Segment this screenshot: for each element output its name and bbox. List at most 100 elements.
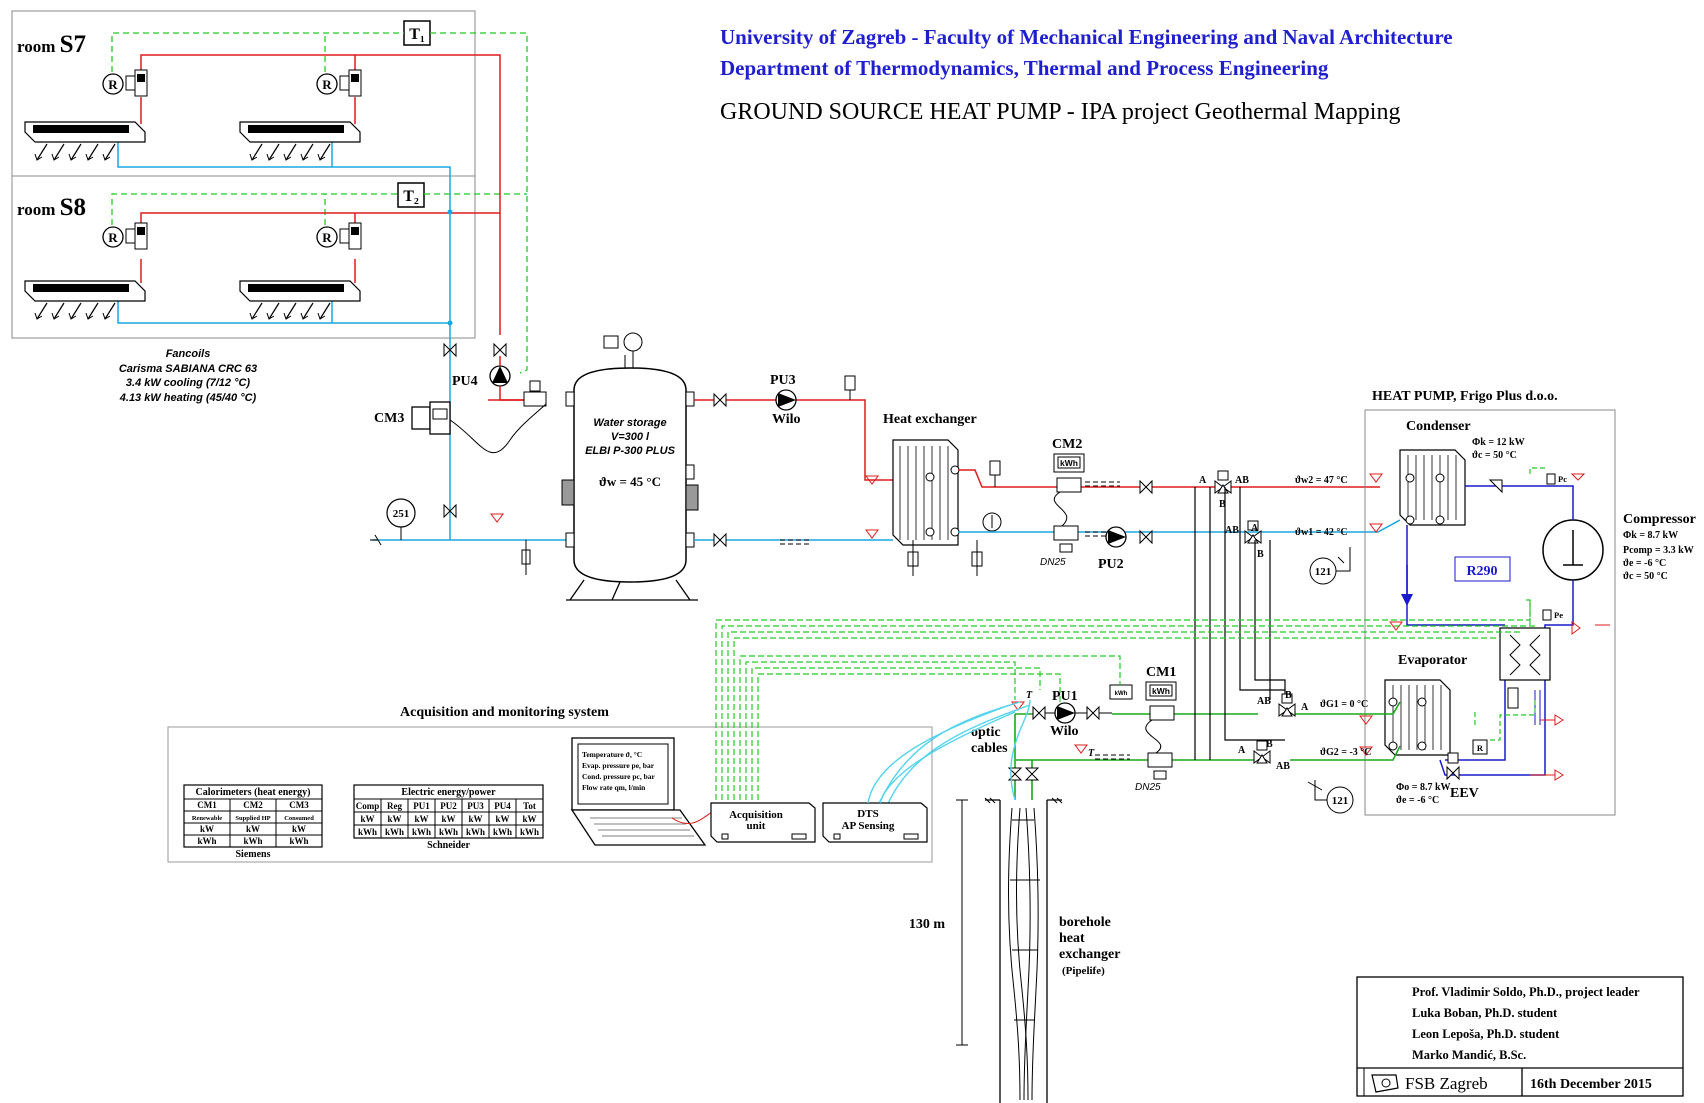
pu2-valves[interactable] — [1139, 479, 1153, 545]
regulator-symbol: R — [108, 77, 118, 92]
svg-text:kWh: kWh — [1115, 691, 1128, 697]
fancoil-units — [24, 121, 361, 320]
drain-valve — [370, 534, 382, 546]
room-regulator[interactable]: R — [316, 222, 362, 250]
pu3-label: PU3 — [770, 373, 796, 388]
room-s8-thermostat: T₂ — [397, 182, 425, 208]
pu4-motor-valve[interactable] — [523, 380, 547, 407]
svg-text:Temperature ϑ, °C: Temperature ϑ, °C — [582, 750, 642, 759]
valve-port-label: A — [1251, 523, 1259, 534]
svg-text:Evap. pressure pe, bar: Evap. pressure pe, bar — [582, 761, 655, 770]
credits-people: Prof. Vladimir Soldo, Ph.D., project lea… — [1412, 985, 1640, 1062]
storage-temp: ϑw = 45 °C — [599, 474, 661, 489]
department-title: Department of Thermodynamics, Thermal an… — [720, 56, 1329, 80]
temp-t-lower: T — [1088, 748, 1095, 759]
airflow-arrow — [302, 143, 314, 161]
airflow-arrow — [53, 302, 65, 320]
cm2-meter[interactable] — [1053, 453, 1085, 493]
table-cell: Tot — [523, 801, 536, 811]
acquisition-signal-lines — [715, 600, 1535, 800]
eev-label: EEV — [1450, 786, 1479, 801]
borehole-label: borehole heat exchanger — [1059, 915, 1120, 962]
table-cell: CM1 — [197, 800, 217, 810]
room-regulator[interactable]: R — [102, 222, 148, 250]
cm1-meter[interactable] — [1145, 681, 1177, 721]
pu3-pump[interactable] — [775, 389, 797, 411]
cm2-label: CM2 — [1052, 437, 1082, 452]
pu4-label: PU4 — [452, 374, 478, 389]
university-title: University of Zagreb - Faculty of Mechan… — [720, 25, 1453, 49]
table-cell: kW — [468, 814, 482, 824]
compressor-spec: Φk = 8.7 kW Pcomp = 3.3 kW ϑe = -6 °C ϑc… — [1623, 530, 1694, 582]
svg-text:121: 121 — [1332, 795, 1349, 807]
heat-pump-title: HEAT PUMP, Frigo Plus d.o.o. — [1372, 389, 1558, 404]
acquisition-unit — [710, 802, 816, 843]
room-regulator[interactable]: R — [102, 69, 148, 97]
airflow-arrow — [251, 302, 263, 320]
fancoil-unit — [24, 121, 146, 161]
pu2-pump[interactable] — [1105, 526, 1127, 548]
cm3-meter[interactable] — [411, 401, 451, 435]
pu3-valves[interactable] — [713, 392, 727, 548]
svg-text:Cond. pressure pc, bar: Cond. pressure pc, bar — [582, 772, 656, 781]
valve-port-label: A — [1238, 745, 1246, 756]
temp-t-upper: T — [1026, 690, 1033, 701]
svg-text:121: 121 — [1315, 566, 1332, 578]
evaporator-label: Evaporator — [1398, 653, 1467, 668]
table-cell: Consumed — [284, 815, 314, 822]
pipe-break — [1085, 481, 1120, 487]
storage-volume: V=300 l — [611, 431, 650, 443]
table-cell: PU3 — [467, 801, 484, 811]
airflow-arrow — [53, 143, 65, 161]
fsb-logo-icon — [1371, 1074, 1399, 1093]
table-cell: PU4 — [494, 801, 511, 811]
airflow-arrow — [268, 143, 280, 161]
eev-valve[interactable]: R — [1446, 739, 1488, 781]
room-regulator[interactable]: R — [316, 69, 362, 97]
svg-text:Pcomp = 3.3 kW: Pcomp = 3.3 kW — [1623, 545, 1694, 556]
temp-tg2: ϑG2 = -3 °C — [1320, 747, 1372, 758]
page-title: GROUND SOURCE HEAT PUMP - IPA project Ge… — [720, 99, 1400, 125]
pipe-break — [780, 539, 810, 545]
storage-title: Water storage — [593, 417, 666, 429]
borehole-valves[interactable] — [1007, 767, 1040, 781]
table-cell: CM3 — [289, 800, 309, 810]
valve-port-label: A — [1199, 475, 1207, 486]
valve-port-label: B — [1285, 690, 1292, 701]
junction-dot — [447, 209, 453, 215]
compressor-label: Compressor — [1623, 512, 1696, 527]
credits-block — [1356, 976, 1684, 1097]
airflow-arrow — [251, 143, 263, 161]
table-vendor: Siemens — [236, 849, 271, 860]
refrigerant-label: R290 — [1466, 564, 1497, 579]
condenser-power: Φk = 12 kW — [1472, 437, 1525, 448]
r290-box: R290 — [1454, 556, 1511, 582]
storage-text: Water storage V=300 l ELBI P-300 PLUS ϑw… — [585, 417, 676, 489]
table-cell: kWh — [358, 827, 377, 837]
airflow-arrow — [268, 302, 280, 320]
pu4-pump[interactable] — [489, 365, 511, 387]
svg-text:Pe: Pe — [1554, 610, 1563, 620]
pu4-valves[interactable] — [443, 342, 507, 519]
table-cell: kWh — [197, 836, 216, 846]
fancoil-unit — [24, 280, 146, 320]
expansion-vessel-121-lower: 121 — [1307, 780, 1354, 814]
t1-label: T₁ — [409, 26, 425, 43]
svg-text:exchanger: exchanger — [1059, 947, 1120, 962]
room-s7-label: room S7 — [17, 31, 86, 58]
pu1-valves[interactable] — [1032, 705, 1100, 721]
ground-loop-lines — [1015, 701, 1401, 761]
acquisition-title: Acquisition and monitoring system — [400, 705, 609, 720]
pu1-pump[interactable] — [1054, 702, 1076, 724]
table-title: Electric energy/power — [401, 787, 496, 798]
expansion-vessel-121-upper: 121 — [1309, 547, 1351, 585]
cm2-kwh: kWh — [1060, 458, 1078, 468]
table-cell: Renewable — [192, 815, 222, 822]
